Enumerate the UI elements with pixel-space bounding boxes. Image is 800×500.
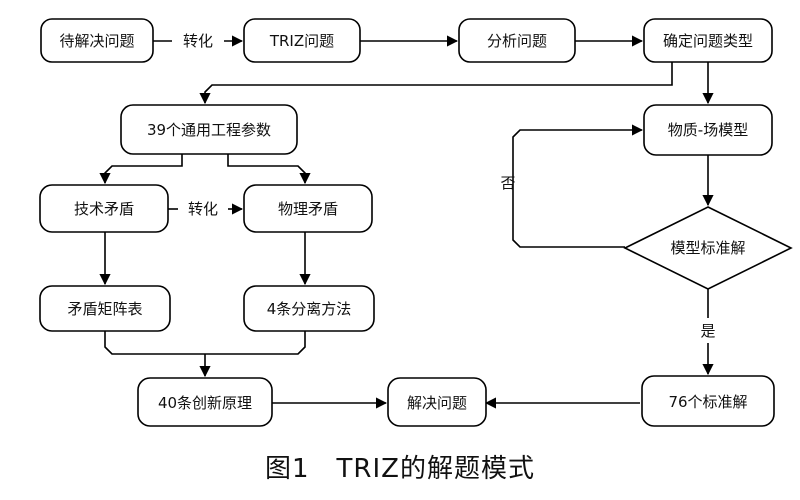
figure-caption: 图1 TRIZ的解题模式: [265, 454, 535, 484]
node-separation4: 4条分离方法: [243, 285, 375, 332]
node-standard76: 76个标准解: [641, 375, 775, 427]
edge-params39-to-tech: [99, 154, 183, 185]
node-standard-decision: 模型标准解: [623, 206, 793, 290]
edge-label-transform-top: 转化: [183, 32, 213, 50]
edge-label-no: 否: [500, 174, 515, 192]
node-params39: 39个通用工程参数: [120, 104, 298, 155]
node-tech-conflict-label: 技术矛盾: [74, 200, 134, 218]
node-standard-decision-label: 模型标准解: [670, 239, 745, 257]
edge-label-yes: 是: [700, 322, 715, 340]
node-problem: 待解决问题: [40, 18, 154, 63]
node-separation4-label: 4条分离方法: [267, 300, 352, 318]
edge-matrix-to-principles: [104, 331, 205, 355]
edge-params39-to-phys: [227, 154, 311, 185]
node-matrix: 矛盾矩阵表: [39, 285, 171, 332]
edge-label-transform-mid: 转化: [188, 200, 218, 218]
node-determine-type-label: 确定问题类型: [663, 32, 753, 50]
node-solve-label: 解决问题: [407, 394, 467, 412]
node-principles40: 40条创新原理: [137, 377, 273, 427]
node-analyze: 分析问题: [458, 18, 576, 63]
node-params39-label: 39个通用工程参数: [147, 121, 271, 139]
node-phys-conflict: 物理矛盾: [243, 184, 373, 233]
node-substance-field-label: 物质-场模型: [668, 121, 748, 139]
node-triz-problem: TRIZ问题: [243, 18, 361, 63]
node-matrix-label: 矛盾矩阵表: [67, 300, 142, 318]
node-phys-conflict-label: 物理矛盾: [278, 200, 338, 218]
edge-separation-to-principles: [205, 331, 306, 355]
edges: [99, 35, 714, 409]
node-tech-conflict: 技术矛盾: [39, 184, 169, 233]
edge-type-to-params39: [199, 60, 673, 105]
edge-labels: 转化 转化 否 是: [183, 32, 716, 340]
node-solve: 解决问题: [387, 377, 487, 427]
node-standard76-label: 76个标准解: [668, 393, 747, 411]
node-triz-problem-label: TRIZ问题: [269, 32, 334, 50]
node-determine-type: 确定问题类型: [643, 18, 773, 63]
node-substance-field: 物质-场模型: [643, 104, 773, 156]
edge-decision-no-loop: [512, 124, 644, 248]
node-principles40-label: 40条创新原理: [158, 394, 252, 412]
node-problem-label: 待解决问题: [59, 32, 134, 50]
node-analyze-label: 分析问题: [487, 32, 547, 50]
